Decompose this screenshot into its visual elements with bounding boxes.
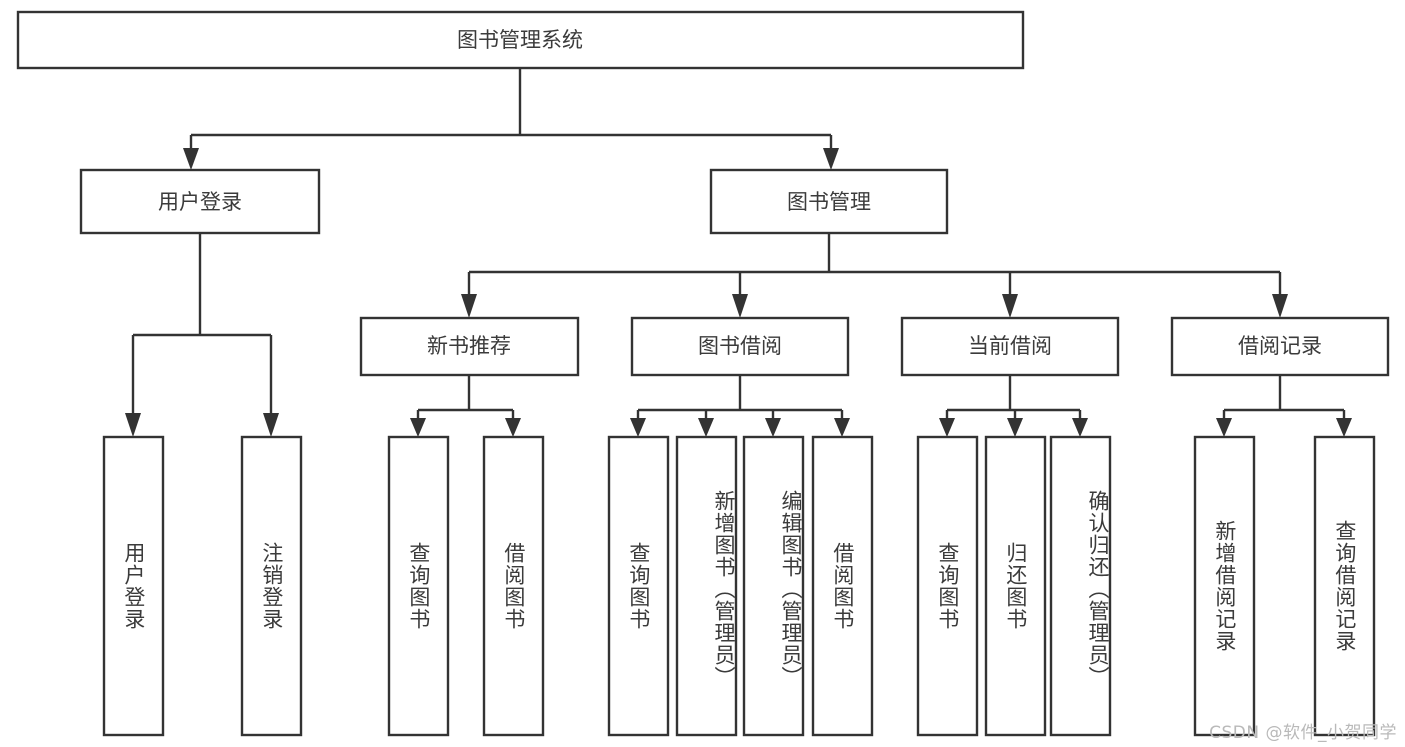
arrow-head-icon [698,418,714,437]
arrow-head-icon [461,294,477,318]
node-new-book-recommend-box [359,316,580,377]
node-root-box [16,10,1025,70]
connector-new-book-recommend-to-leaves [410,375,521,437]
leaf-box[interactable] [742,435,805,737]
leaf-box[interactable] [1313,435,1376,737]
node-borrow-record-label: 借阅记录 [1238,334,1322,358]
leaf-box[interactable] [607,435,670,737]
arrow-head-icon [263,413,279,437]
connector-current-borrow-to-leaves [939,375,1088,437]
leaf-box[interactable] [387,435,450,737]
arrow-head-icon [732,294,748,318]
node-root[interactable]: 图书管理系统 [16,10,1025,70]
node-user-login-label: 用户登录 [158,190,242,214]
leaf-box[interactable] [482,435,545,737]
arrow-head-icon [630,418,646,437]
node-root-label: 图书管理系统 [457,28,583,52]
node-new-book-recommend[interactable]: 新书推荐 [359,316,580,377]
leaf-box[interactable] [1049,435,1112,737]
arrow-head-icon [410,418,426,437]
arrow-head-icon [1002,294,1018,318]
arrow-head-icon [505,418,521,437]
leaf-box[interactable] [675,435,738,737]
leaf-box[interactable] [240,435,303,737]
connector-borrow-record-to-leaves [1216,375,1352,437]
arrow-head-icon [1072,418,1088,437]
connector-book-manage-to-level3 [461,233,1288,318]
node-user-login-box [79,168,321,235]
leaf-box[interactable] [916,435,979,737]
node-current-borrow[interactable]: 当前借阅 [900,316,1120,377]
leaf-box[interactable] [102,435,165,737]
node-borrow-record[interactable]: 借阅记录 [1170,316,1390,377]
node-book-manage[interactable]: 图书管理 [709,168,949,235]
arrow-head-icon [939,418,955,437]
node-book-manage-label: 图书管理 [787,190,871,214]
leaf-box[interactable] [1193,435,1256,737]
node-book-borrow[interactable]: 图书借阅 [630,316,850,377]
node-new-book-recommend-label: 新书推荐 [427,334,511,358]
arrow-head-icon [183,148,199,170]
connector-book-borrow-to-leaves [630,375,850,437]
arrow-head-icon [1007,418,1023,437]
node-current-borrow-label: 当前借阅 [968,334,1052,358]
leaf-box[interactable] [811,435,874,737]
arrow-head-icon [823,148,839,170]
connector-user-login-to-leaves [125,233,279,437]
connector-root-to-level2 [183,68,839,170]
arrow-head-icon [125,413,141,437]
node-current-borrow-box [900,316,1120,377]
arrow-head-icon [834,418,850,437]
watermark-text: CSDN @软件_小贺同学 [1209,723,1397,743]
leaf-box[interactable] [984,435,1047,737]
arrow-head-icon [1272,294,1288,318]
arrow-head-icon [1336,418,1352,437]
arrow-head-icon [1216,418,1232,437]
node-user-login[interactable]: 用户登录 [79,168,321,235]
node-book-borrow-label: 图书借阅 [698,334,782,358]
arrow-head-icon [765,418,781,437]
